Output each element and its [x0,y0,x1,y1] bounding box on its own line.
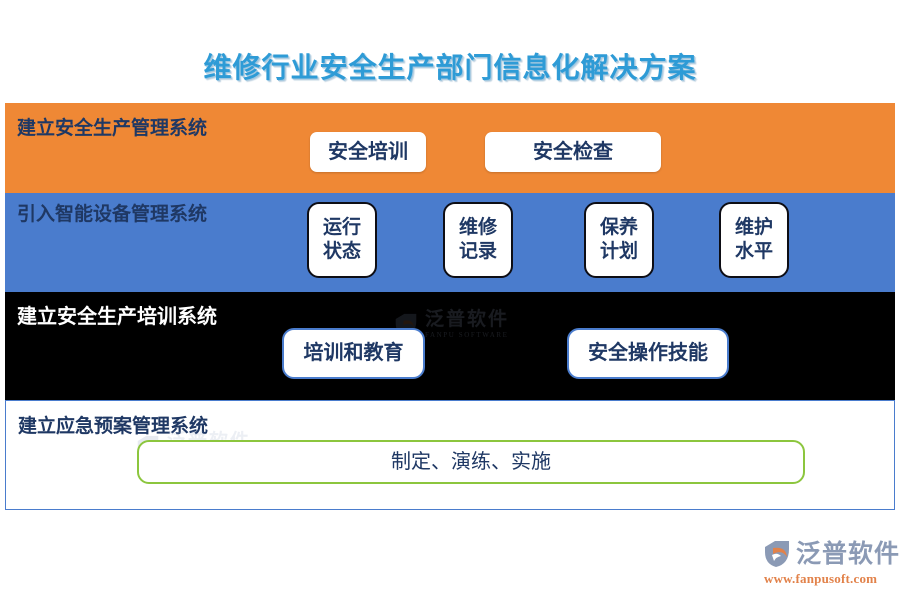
chip-maintenance-level[interactable]: 维护 水平 [719,202,789,278]
footer-url-text: www.fanpusoft.com [764,571,878,586]
chip-repair-records[interactable]: 维修 记录 [443,202,513,278]
chip-safety-training[interactable]: 安全培训 [310,132,426,172]
section-band-safety-training-system: 建立安全生产培训系统 [5,292,895,400]
band-label-blue: 引入智能设备管理系统 [17,204,208,225]
band-label-white: 建立应急预案管理系统 [18,416,209,437]
chip-maintenance-plan[interactable]: 保养 计划 [584,202,654,278]
chip-formulate-drill-implement[interactable]: 制定、演练、实施 [137,440,805,484]
section-band-safety-production-management: 建立安全生产管理系统 [5,103,895,193]
footer-logo-row: 泛普软件 [762,540,900,568]
band-label-black: 建立安全生产培训系统 [17,306,217,328]
band-label-orange: 建立安全生产管理系统 [17,118,208,139]
page-title: 维修行业安全生产部门信息化解决方案 [203,53,697,84]
chip-operating-status[interactable]: 运行 状态 [307,202,377,278]
chip-training-and-education[interactable]: 培训和教育 [282,328,425,379]
chip-safe-operation-skills[interactable]: 安全操作技能 [567,328,729,379]
fanpu-logo-mark-icon [762,540,792,568]
chip-safety-inspection[interactable]: 安全检查 [485,132,661,172]
footer-logo: 泛普软件 www.fanpusoft.com [762,540,900,587]
footer-brand-text: 泛普软件 [796,540,900,568]
